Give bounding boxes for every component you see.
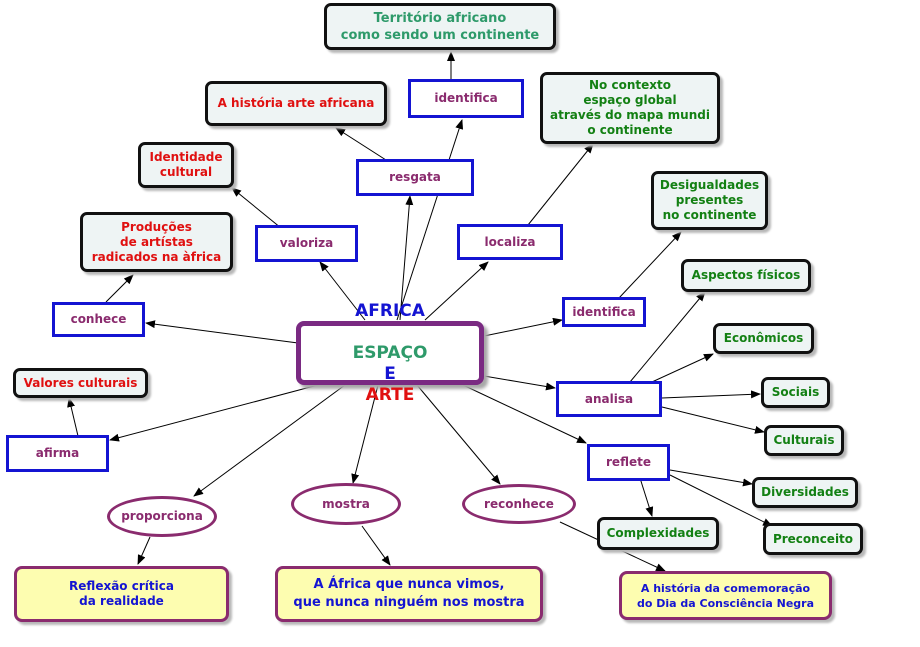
concept-producoes: Produções de artístas radicados na àfric… [80, 212, 233, 272]
concept-identidade-cultural: Identidade cultural [138, 142, 234, 188]
central-word-arte: ARTE [365, 384, 415, 405]
concept-desigualdades: Desigualdades presentes no continente [651, 171, 768, 230]
ellipse-reconhece: reconhece [462, 484, 576, 524]
verb-resgata: resgata [356, 159, 474, 196]
concept-contexto-global: No contexto espaço global através do map… [540, 72, 720, 144]
verb-identifica-right: identifica [562, 297, 646, 327]
concept-diversidades: Diversidades [752, 477, 858, 508]
concept-economicos: Econômicos [713, 323, 814, 354]
verb-reflete: reflete [587, 444, 670, 481]
concept-culturais: Culturais [764, 425, 844, 456]
concept-territorio: Território africano como sendo um contin… [324, 3, 556, 50]
central-title-line1: AFRICA [355, 300, 425, 321]
outcome-reflexao-critica: Reflexão crítica da realidade [14, 566, 229, 622]
concept-complexidades: Complexidades [597, 517, 719, 550]
verb-analisa: analisa [556, 381, 662, 417]
concept-aspectos-fisicos: Aspectos físicos [681, 259, 811, 292]
verb-localiza: localiza [457, 224, 563, 260]
ellipse-proporciona: proporciona [107, 496, 217, 537]
central-word-espaco: ESPAÇO [352, 342, 428, 363]
verb-valoriza: valoriza [255, 225, 358, 262]
concept-valores-culturais: Valores culturais [13, 368, 148, 398]
concept-preconceito: Preconceito [763, 523, 863, 555]
concept-sociais: Sociais [761, 377, 830, 408]
central-title-line2: ESPAÇO E ARTE [353, 322, 428, 406]
outcome-africa-nunca-vimos: A África que nunca vimos, que nunca ning… [275, 566, 543, 622]
concept-historia-arte: A história arte africana [205, 81, 387, 126]
outcome-comemoracao: A história da comemoração do Dia da Cons… [619, 571, 832, 620]
verb-identifica-top: identifica [408, 79, 524, 118]
central-topic: AFRICA ESPAÇO E ARTE [296, 301, 484, 405]
verb-afirma: afirma [6, 435, 109, 472]
central-word-e: E [384, 363, 396, 384]
ellipse-mostra: mostra [291, 483, 401, 525]
verb-conhece: conhece [52, 302, 145, 337]
